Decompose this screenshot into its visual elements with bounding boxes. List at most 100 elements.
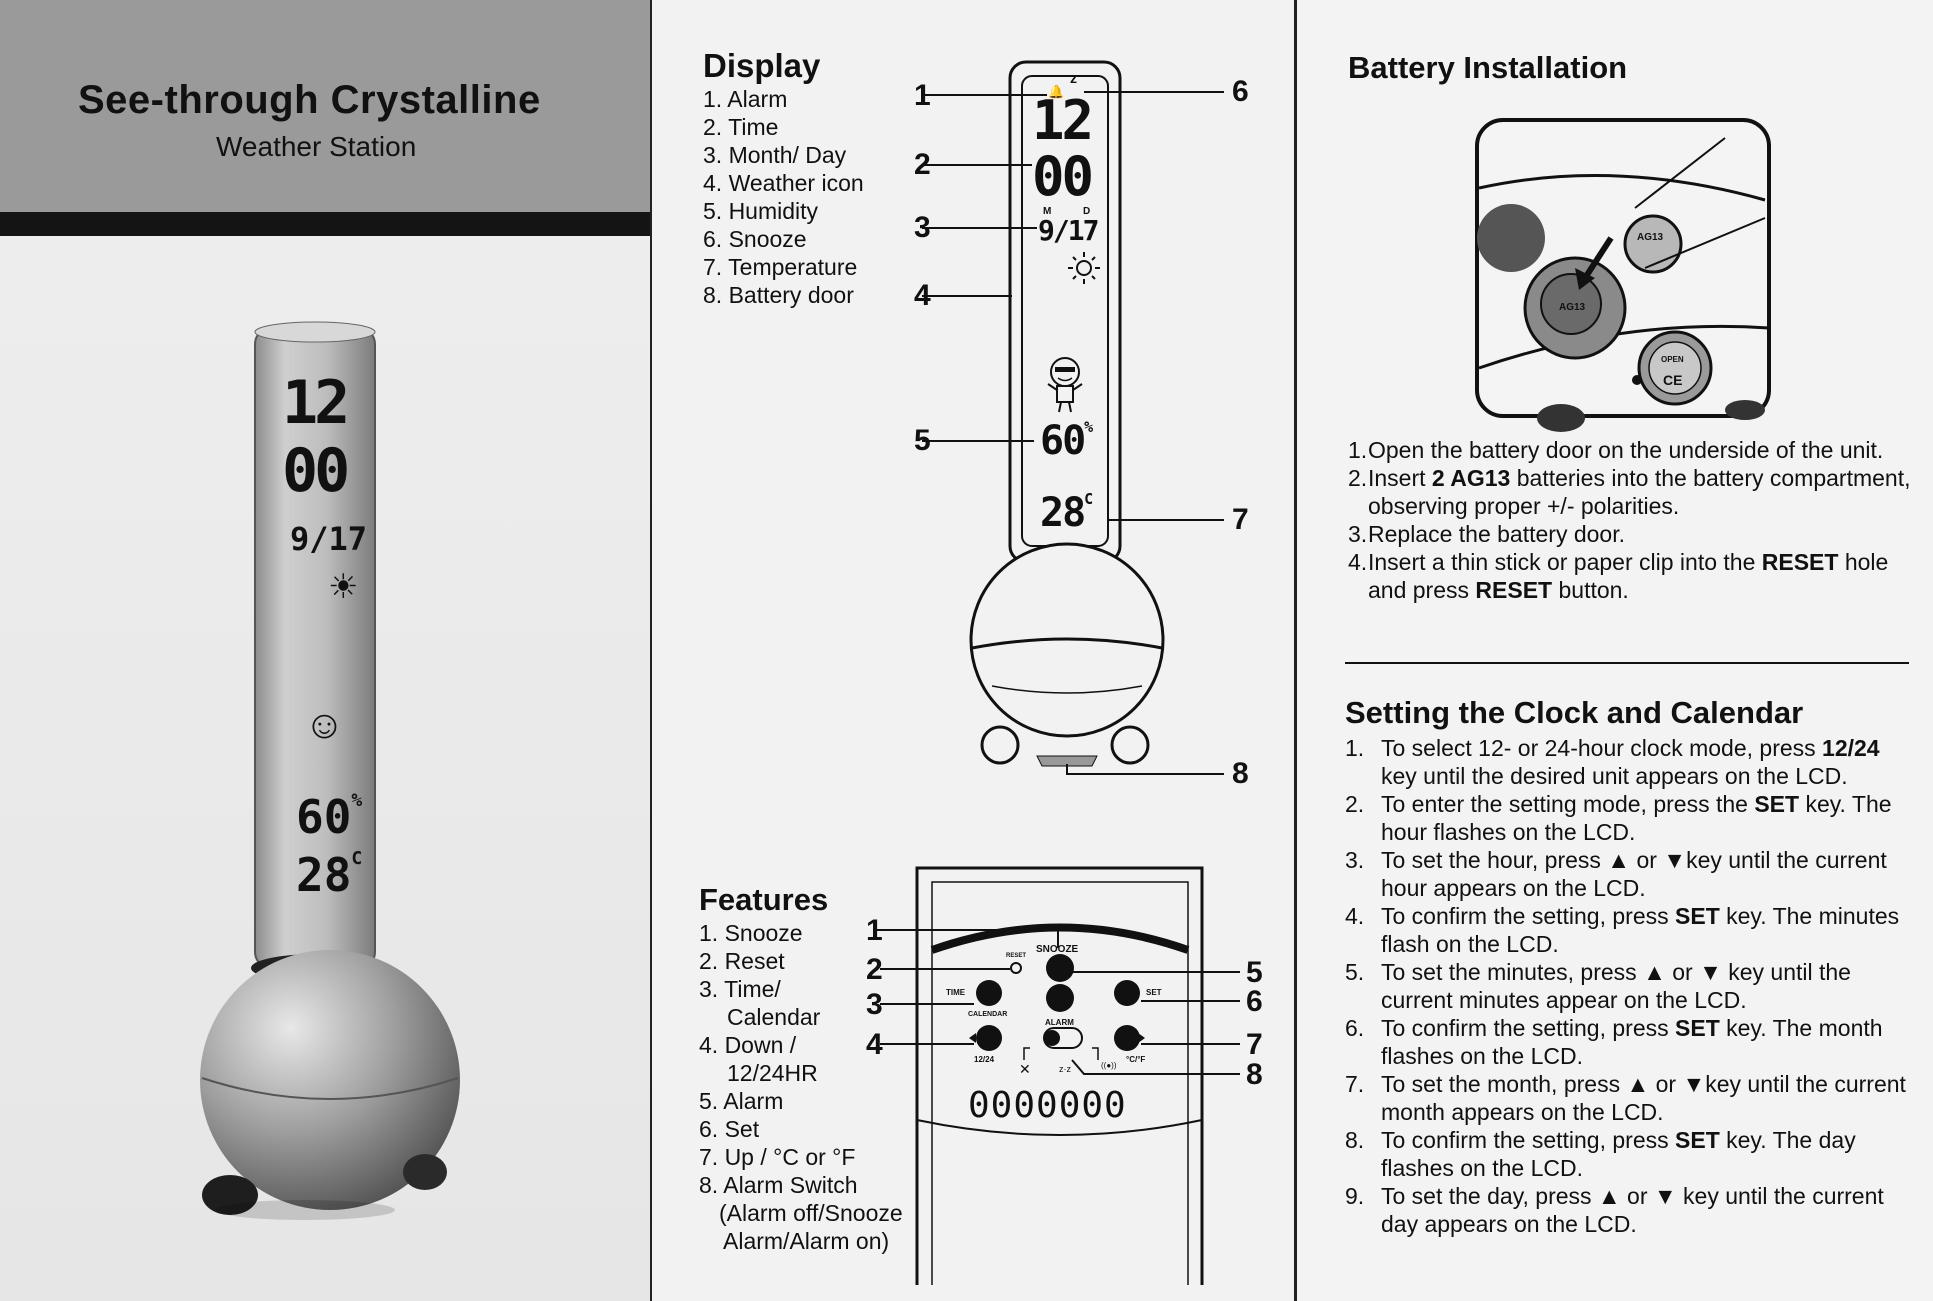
back-label-calendar: CALENDAR xyxy=(968,1011,1008,1018)
clock-step: 3.To set the hour, press ▲ or ▼key until… xyxy=(1345,847,1887,901)
svg-text:✕: ✕ xyxy=(1019,1061,1031,1077)
feature-item: 6. Set xyxy=(699,1116,760,1142)
page-fold-1 xyxy=(650,0,653,1301)
battery-step: 2.Insert 2 AG13 batteries into the batte… xyxy=(1348,465,1911,519)
up-arrow-icon: ▲ xyxy=(1607,847,1631,873)
battery-step: 3.Replace the battery door. xyxy=(1348,521,1625,547)
photo-sun-icon: ☀ xyxy=(328,568,359,606)
clock-heading: Setting the Clock and Calendar xyxy=(1345,695,1804,730)
clock-step: 2.To enter the setting mode, press the S… xyxy=(1345,791,1892,845)
feature-item: 1. Snooze xyxy=(699,920,803,946)
down-arrow-icon: ▼ xyxy=(1682,1071,1706,1097)
title-bar-divider xyxy=(0,212,652,236)
photo-smiley-icon: ☺ xyxy=(304,703,345,747)
section-divider xyxy=(1345,662,1909,664)
lcd-snooze-mark: z xyxy=(1070,70,1077,86)
down-arrow-icon: ▼ xyxy=(1663,847,1687,873)
back-label-snooze: SNOOZE xyxy=(1036,944,1079,955)
battery-label-2: AG13 xyxy=(1559,302,1586,313)
feature-item: 8. Alarm Switch xyxy=(699,1172,858,1198)
display-callout-2: 2 xyxy=(914,148,931,181)
photo-lcd-minute: 00 xyxy=(282,436,350,506)
back-serial-number: 0000000 xyxy=(968,1085,1127,1126)
product-photo xyxy=(200,321,460,1220)
display-callout-6: 6 xyxy=(1232,75,1249,108)
feature-item: 3. Time/ xyxy=(699,976,781,1002)
display-item: 5. Humidity xyxy=(703,198,819,224)
back-label-reset: RESET xyxy=(1006,953,1027,959)
display-heading: Display xyxy=(703,47,821,84)
back-label-alarm: ALARM xyxy=(1045,1018,1074,1027)
lcd-month-mark: M xyxy=(1043,206,1052,217)
features-list: 1. Snooze 2. Reset 3. Time/ Calendar 4. … xyxy=(699,919,903,1255)
display-item: 2. Time xyxy=(703,114,779,140)
display-item: 4. Weather icon xyxy=(703,170,864,196)
feature-callout-2: 2 xyxy=(866,953,883,986)
lcd-date: 9/17 xyxy=(1038,214,1099,247)
feature-callout-1: 1 xyxy=(866,914,883,947)
display-item: 7. Temperature xyxy=(703,254,858,280)
left-panel: See-through Crystalline Weather Station … xyxy=(0,0,652,1301)
clock-step: 1.To select 12- or 24-hour clock mode, p… xyxy=(1345,735,1880,789)
display-callout-1: 1 xyxy=(914,79,931,112)
feature-callout-5: 5 xyxy=(1246,956,1263,989)
feature-item: 7. Up / °C or °F xyxy=(699,1144,856,1170)
features-diagram: ✕ z·z ((●)) xyxy=(875,866,1240,1285)
feature-item: 12/24HR xyxy=(727,1060,818,1086)
up-arrow-icon: ▲ xyxy=(1597,1183,1621,1209)
middle-panel: Display 1. Alarm 2. Time 3. Month/ Day 4… xyxy=(652,0,1297,1301)
lcd-time-hour: 12 xyxy=(1032,89,1094,152)
feature-callout-8: 8 xyxy=(1246,1058,1263,1091)
clock-step: 4.To confirm the setting, press SET key.… xyxy=(1345,903,1900,957)
photo-lcd-hour: 12 xyxy=(282,368,350,438)
up-arrow-icon: ▲ xyxy=(1626,1071,1650,1097)
battery-illustration xyxy=(1475,118,1771,432)
title-band xyxy=(0,0,652,212)
svg-text:z·z: z·z xyxy=(1059,1064,1071,1074)
battery-step: 4.Insert a thin stick or paper clip into… xyxy=(1348,549,1889,603)
feature-callout-7: 7 xyxy=(1246,1028,1263,1061)
photo-lcd-date: 9/17 xyxy=(290,520,368,558)
down-arrow-icon: ▼ xyxy=(1699,959,1722,985)
feature-item: (Alarm off/Snooze xyxy=(719,1200,903,1226)
display-callout-5: 5 xyxy=(914,424,931,457)
svg-text:((●)): ((●)) xyxy=(1101,1061,1117,1070)
lcd-temperature: 28C xyxy=(1040,490,1093,536)
door-open-label: OPEN xyxy=(1661,355,1684,364)
back-label-set: SET xyxy=(1146,988,1162,997)
feature-item: 4. Down / xyxy=(699,1032,797,1058)
feature-item: 5. Alarm xyxy=(699,1088,784,1114)
display-item: 1. Alarm xyxy=(703,86,788,112)
product-title: See-through Crystalline xyxy=(78,78,541,122)
display-item: 3. Month/ Day xyxy=(703,142,847,168)
feature-item: 2. Reset xyxy=(699,948,785,974)
display-callout-7: 7 xyxy=(1232,503,1249,536)
back-label-down: 12/24 xyxy=(974,1055,995,1064)
battery-label-1: AG13 xyxy=(1637,232,1664,243)
lcd-humidity: 60% xyxy=(1040,418,1093,464)
battery-step: 1.Open the battery door on the underside… xyxy=(1348,437,1884,463)
feature-callout-3: 3 xyxy=(866,988,883,1021)
display-callout-8: 8 xyxy=(1232,757,1249,790)
down-arrow-icon: ▼ xyxy=(1653,1183,1677,1209)
feature-item: Calendar xyxy=(727,1004,821,1030)
ce-mark: CE xyxy=(1663,372,1683,388)
display-diagram xyxy=(922,60,1224,775)
feature-callout-6: 6 xyxy=(1246,985,1263,1018)
right-panel: Battery Installation AG13 AG13 OPEN CE 1… xyxy=(1297,0,1933,1301)
display-callout-4: 4 xyxy=(914,279,931,312)
photo-lcd-temperature: 28C xyxy=(296,848,363,902)
up-arrow-icon: ▲ xyxy=(1643,959,1666,985)
battery-steps: 1.Open the battery door on the underside… xyxy=(1348,436,1918,604)
clock-step: 8.To confirm the setting, press SET key.… xyxy=(1345,1127,1856,1181)
clock-steps: 1.To select 12- or 24-hour clock mode, p… xyxy=(1345,734,1917,1238)
feature-item: Alarm/Alarm on) xyxy=(723,1228,890,1254)
clock-step: 6.To confirm the setting, press SET key.… xyxy=(1345,1015,1883,1069)
clock-step: 7.To set the month, press ▲ or ▼key unti… xyxy=(1345,1071,1906,1125)
lcd-time-minute: 00 xyxy=(1032,145,1094,208)
product-subtitle: Weather Station xyxy=(216,131,417,162)
feature-callout-4: 4 xyxy=(866,1028,883,1061)
battery-heading: Battery Installation xyxy=(1348,50,1628,85)
lcd-alarm-bell-icon: 🔔 xyxy=(1048,84,1065,99)
display-item: 6. Snooze xyxy=(703,226,807,252)
